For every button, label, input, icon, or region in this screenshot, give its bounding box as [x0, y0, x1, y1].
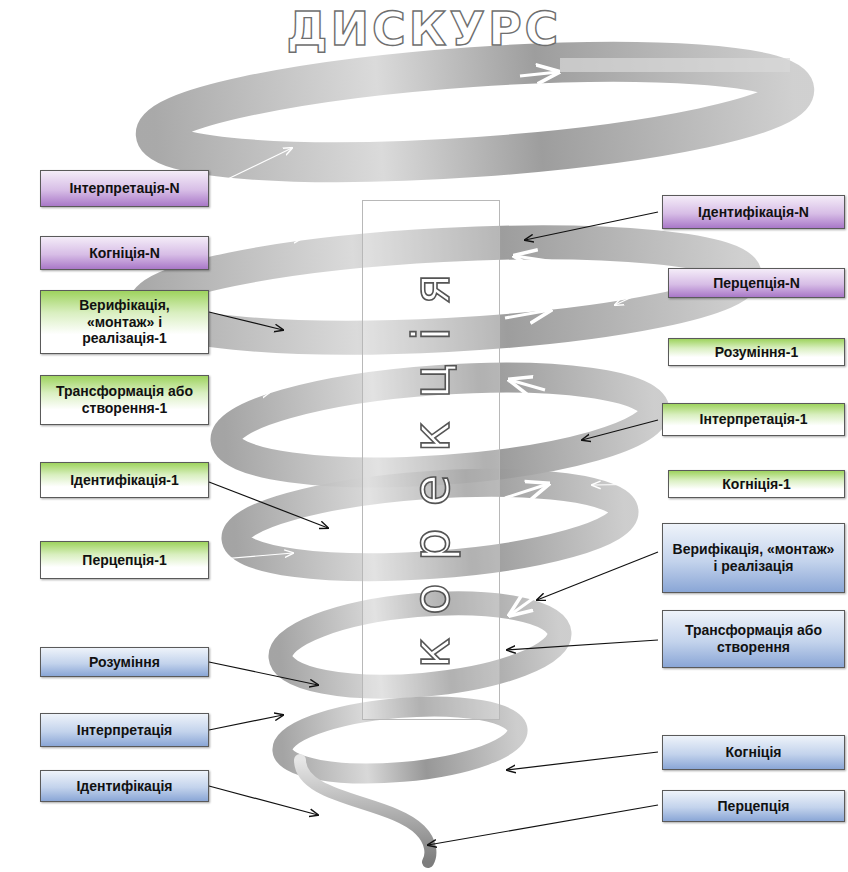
stage-label: Когніція-N — [89, 245, 160, 262]
stage-label: Ідентифікація-1 — [70, 472, 179, 489]
stage-box: Когніція-1 — [668, 470, 845, 498]
stage-box: Ідентифікація-N — [662, 195, 845, 229]
stage-label: Когніція-1 — [722, 476, 790, 493]
stage-box: Перцепція-1 — [40, 541, 209, 579]
stage-label: Розуміння-1 — [715, 344, 798, 361]
stage-box: Верифікація, «монтаж» і реалізація-1 — [40, 290, 209, 354]
stage-box: Перцепція — [662, 790, 845, 822]
stage-label: Перцепція-1 — [82, 552, 166, 569]
stage-label: Розуміння — [89, 654, 160, 671]
stage-label: Інтерпретація-N — [69, 180, 179, 197]
stage-box: Інтерпретація-N — [40, 170, 209, 207]
stage-box: Верифікація, «монтаж» і реалізація — [662, 523, 845, 593]
stage-box: Розуміння — [40, 647, 209, 677]
diagram-title: ДИСКУРС — [0, 2, 848, 56]
stage-box: Ідентифікація — [40, 770, 209, 802]
stage-box: Когніція — [662, 735, 845, 770]
stage-label: Верифікація, «монтаж» і реалізація-1 — [49, 297, 200, 347]
vertical-label: корекція — [405, 252, 457, 669]
stage-label: Верифікація, «монтаж» і реалізація — [671, 541, 836, 575]
correction-band: корекція — [362, 200, 500, 720]
stage-label: Інтерпретація-1 — [700, 411, 808, 428]
stage-label: Когніція — [726, 744, 782, 761]
stage-box: Інтерпретація — [40, 713, 209, 747]
stage-box: Трансформація або створення-1 — [40, 375, 209, 425]
stage-box: Ідентифікація-1 — [40, 462, 209, 498]
stage-label: Трансформація або створення-1 — [49, 383, 200, 417]
stage-label: Трансформація або створення — [671, 622, 836, 656]
stage-box: Розуміння-1 — [668, 338, 845, 366]
stage-box: Когніція-N — [40, 236, 209, 270]
stage-label: Перцепція — [718, 798, 790, 815]
stage-label: Перцепція-N — [713, 275, 800, 292]
stage-label: Інтерпретація — [77, 722, 172, 739]
stage-box: Трансформація або створення — [662, 610, 845, 668]
stage-label: Ідентифікація-N — [698, 204, 809, 221]
stage-label: Ідентифікація — [76, 778, 172, 795]
stage-box: Перцепція-N — [668, 268, 845, 298]
stage-box: Інтерпретація-1 — [662, 403, 845, 436]
